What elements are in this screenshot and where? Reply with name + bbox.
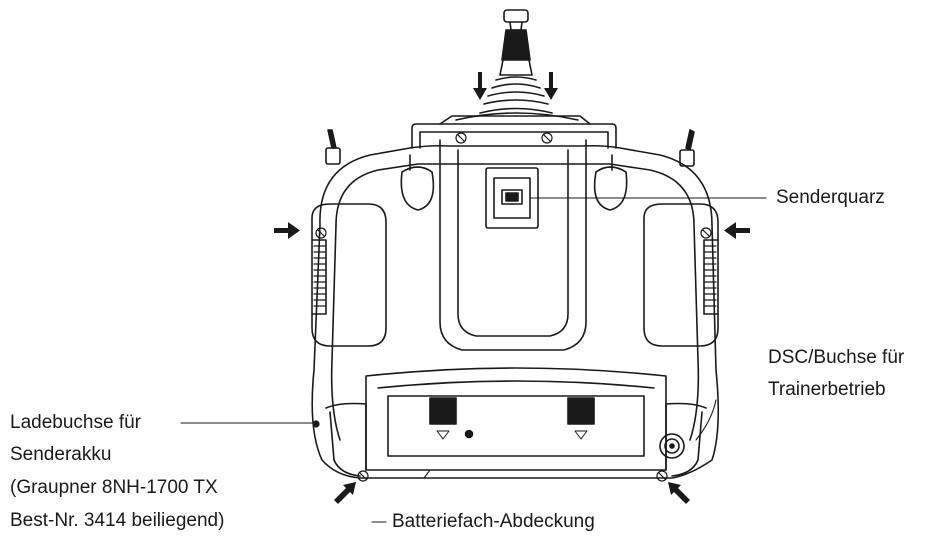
screw-icon: [312, 132, 712, 482]
arrow-up-left-icon: [668, 482, 690, 504]
label-senderquarz: Senderquarz: [776, 187, 885, 208]
carry-handle: [411, 115, 617, 149]
arrow-down-icon: [473, 72, 558, 100]
right-grip: [643, 203, 719, 347]
label-charge-line1: Ladebuchse für: [10, 412, 141, 433]
label-dsc-line2: Trainerbetrieb: [768, 379, 886, 400]
control-stick: [455, 9, 579, 121]
center-panel: [439, 139, 587, 351]
transmitter-body: [311, 144, 720, 479]
jack-icon: [659, 433, 685, 459]
label-charge-line2: Senderakku: [10, 444, 112, 465]
arrow-left-icon: [724, 222, 750, 239]
battery-compartment: [325, 367, 707, 477]
label-charge-line4: Best-Nr. 3414 beiliegend): [10, 510, 225, 531]
left-shoulder-knob: [400, 154, 435, 211]
label-dsc-line1: DSC/Buchse für: [768, 347, 905, 368]
label-battery-cover: Batteriefach-Abdeckung: [392, 511, 595, 532]
leader-lines: [180, 197, 767, 523]
side-toggle-right: [679, 129, 695, 167]
label-charge-line3: (Graupner 8NH-1700 TX: [10, 477, 218, 498]
arrow-up-right-icon: [334, 482, 356, 504]
arrow-right-icon: [274, 222, 300, 239]
side-toggle-left: [325, 129, 341, 165]
left-grip: [311, 203, 387, 347]
